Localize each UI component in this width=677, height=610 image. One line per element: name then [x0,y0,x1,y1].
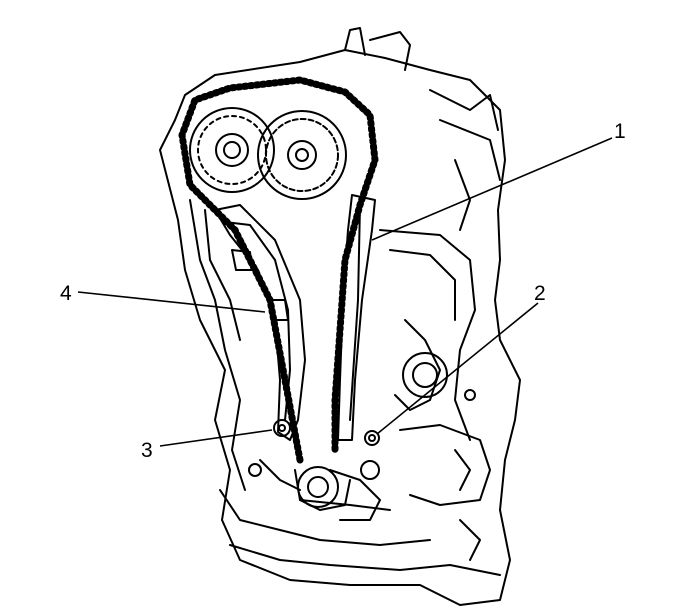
leader-lines [77,137,613,447]
callout-2: 2 [534,282,546,305]
tensioner-arm [214,204,306,441]
leader-line-2 [376,302,539,435]
leader-line-1 [371,137,613,241]
engine-block [159,27,521,606]
guide-bolt [364,430,380,446]
leader-line-3 [159,429,273,447]
crank-sprocket [294,466,351,511]
leader-line-4 [77,291,266,313]
chain-guide [337,194,376,441]
callout-3: 3 [141,439,153,462]
exhaust-cam-sprocket [257,110,347,200]
intake-cam-sprocket [189,107,275,193]
callout-1: 1 [614,120,626,143]
tensioner-arm-bolt [273,419,291,437]
callout-4: 4 [60,282,72,305]
